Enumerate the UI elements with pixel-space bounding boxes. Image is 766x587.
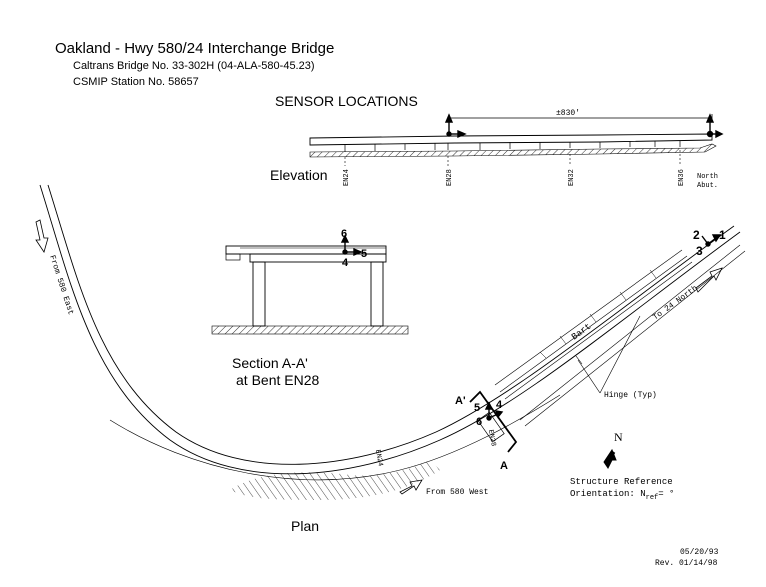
section-sensor-6: 6: [341, 228, 347, 240]
plan-bent-en24: EN24: [373, 449, 384, 467]
plan-sensor-2: 2: [693, 228, 700, 242]
plan-view: From 580 East From 580 West To 24 North …: [35, 184, 746, 500]
plan-bart-2: [499, 255, 688, 393]
section-sensor-4: 4: [342, 257, 349, 269]
section-ground: [211, 325, 409, 335]
elevation-sensor-en28: [444, 113, 467, 139]
abutment-label-north: North: [697, 173, 718, 181]
csmip-station-number: CSMIP Station No. 58657: [73, 76, 199, 88]
elevation-bent-en32: EN32: [568, 169, 576, 186]
plan-sensor-4: 4: [496, 399, 503, 411]
label-cut-a: A: [500, 460, 508, 472]
caltrans-bridge-number: Caltrans Bridge No. 33-302H (04-ALA-580-…: [73, 60, 315, 72]
elevation-view: ±830' EN24 EN28 EN32 EN36 North Abut.: [309, 109, 724, 190]
arrow-from-580-east: [35, 219, 49, 253]
plan-sensor-6: 6: [476, 416, 482, 428]
elevation-sensor-abutment: [705, 113, 724, 139]
plan-sensor-5: 5: [474, 402, 480, 414]
north-label: N: [614, 430, 623, 444]
label-to-24-north: To 24 North: [651, 284, 699, 322]
hinge-leaders: [575, 315, 641, 394]
elevation-bent-en28: EN28: [446, 169, 454, 186]
orientation-sub: ref: [646, 494, 659, 502]
plan-to-24-north: [519, 244, 741, 421]
orientation-line2: Orientation: N: [570, 489, 646, 499]
plan-bent-en28: EN28: [486, 429, 497, 447]
section-sensor-5: 5: [361, 248, 367, 260]
plan-label: Plan: [291, 518, 320, 534]
page-title: Oakland - Hwy 580/24 Interchange Bridge: [55, 40, 335, 57]
section-sensor: [340, 234, 363, 257]
elevation-columns: [344, 141, 681, 152]
section-label-line1: Section A-A': [232, 355, 308, 371]
arrow-from-580-west: [399, 479, 423, 495]
plan-580-west: [109, 394, 561, 481]
elevation-ground: [309, 143, 717, 158]
drawing-date: 05/20/93: [680, 548, 719, 557]
plan-sensor-1: 1: [719, 228, 726, 242]
plan-sensor-en28: [484, 401, 504, 421]
plan-bent-en28-box: [477, 411, 505, 443]
north-arrow-icon: [603, 448, 617, 469]
section-label-line2: at Bent EN28: [236, 372, 320, 388]
elevation-bent-en24: EN24: [343, 169, 351, 186]
arrow-to-24-north: [695, 267, 723, 293]
revision-date: Rev. 01/14/98: [655, 559, 718, 568]
plan-bart-1: [494, 249, 683, 386]
orientation-block: Structure Reference Orientation: Nref= °: [570, 477, 674, 502]
svg-text:Orientation: Nref= °: Orientation: Nref= °: [570, 489, 674, 502]
elevation-label: Elevation: [270, 167, 328, 183]
plan-bart-3: [504, 261, 693, 400]
label-from-580-west: From 580 West: [426, 488, 488, 497]
orientation-line1: Structure Reference: [570, 477, 673, 487]
span-label: ±830': [556, 109, 580, 118]
elevation-bent-en36: EN36: [678, 169, 686, 186]
section-view: 6 5 4: [211, 228, 409, 335]
label-hinge: Hinge (Typ): [604, 391, 657, 400]
abutment-label-abut: Abut.: [697, 182, 718, 190]
plan-sensor-3: 3: [696, 244, 703, 258]
plan-sensor-abutment: [701, 234, 722, 247]
orientation-tail: = °: [658, 489, 674, 499]
sensor-locations-heading: SENSOR LOCATIONS: [275, 93, 418, 109]
elevation-deck: [309, 133, 713, 146]
plan-ramp-inner: [47, 184, 735, 465]
plan-ground-hatch: [230, 460, 440, 500]
label-cut-a-prime: A': [455, 395, 466, 407]
